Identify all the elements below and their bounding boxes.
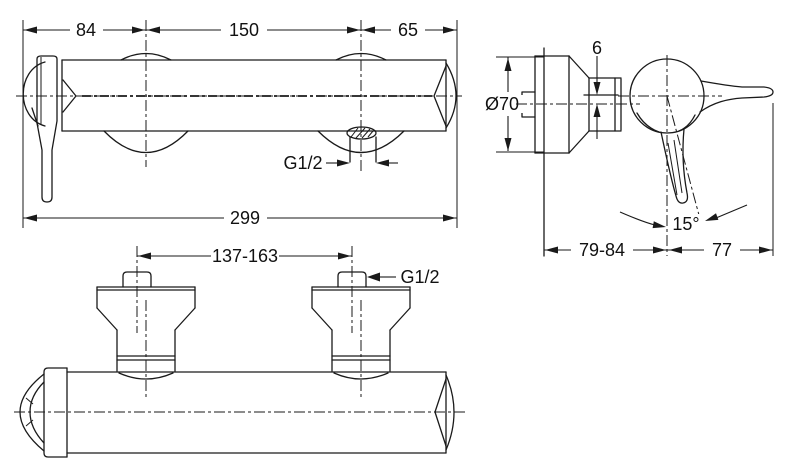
right-end-chevron (433, 65, 447, 127)
handle-lever-front (22, 55, 58, 203)
dim-label-77: 77 (712, 240, 732, 260)
dimension-depth-chain: 79-84 77 (544, 103, 774, 260)
lever-axis-line (666, 95, 704, 231)
front-view: 84 150 65 (16, 20, 462, 228)
mixer-body-top (14, 367, 466, 458)
dimension-connection-range: 137-163 (137, 246, 352, 266)
inlet-thread-label: G1/2 (400, 267, 439, 287)
dim-label-angle: 15° (672, 214, 699, 234)
dimension-angle-15: 15° (619, 204, 748, 234)
dim-label-diameter: Ø70 (485, 94, 519, 114)
side-view: Ø70 6 (479, 38, 774, 260)
dim-label-65: 65 (398, 20, 418, 40)
top-view: 137-163 (14, 246, 466, 458)
dimension-top-chain: 84 150 65 (23, 20, 457, 40)
valve-body-side (618, 55, 774, 256)
dim-label-6: 6 (592, 38, 602, 58)
dim-label-150: 150 (229, 20, 259, 40)
dimension-overall-length: 299 (23, 208, 457, 228)
dim-label-299: 299 (230, 208, 260, 228)
mixer-body-outline (16, 59, 462, 132)
outlet-stub: G1/2 (283, 126, 398, 173)
dim-label-84: 84 (76, 20, 96, 40)
lever-grip (660, 128, 689, 204)
handle-knob-top (19, 367, 68, 458)
right-end-cap (445, 62, 457, 129)
dimension-diameter: Ø70 (479, 56, 544, 153)
wall-union-1 (96, 246, 196, 400)
spout-arm (699, 80, 774, 113)
right-end-cap-top (445, 374, 455, 451)
escutcheon-arcs (103, 52, 405, 153)
dim-label-79-84: 79-84 (579, 240, 625, 260)
wall-union-2: G1/2 (311, 246, 440, 400)
outlet-thread-label: G1/2 (283, 153, 322, 173)
dim-label-137-163: 137-163 (212, 246, 278, 266)
dimension-offset-6: 6 (516, 38, 640, 139)
